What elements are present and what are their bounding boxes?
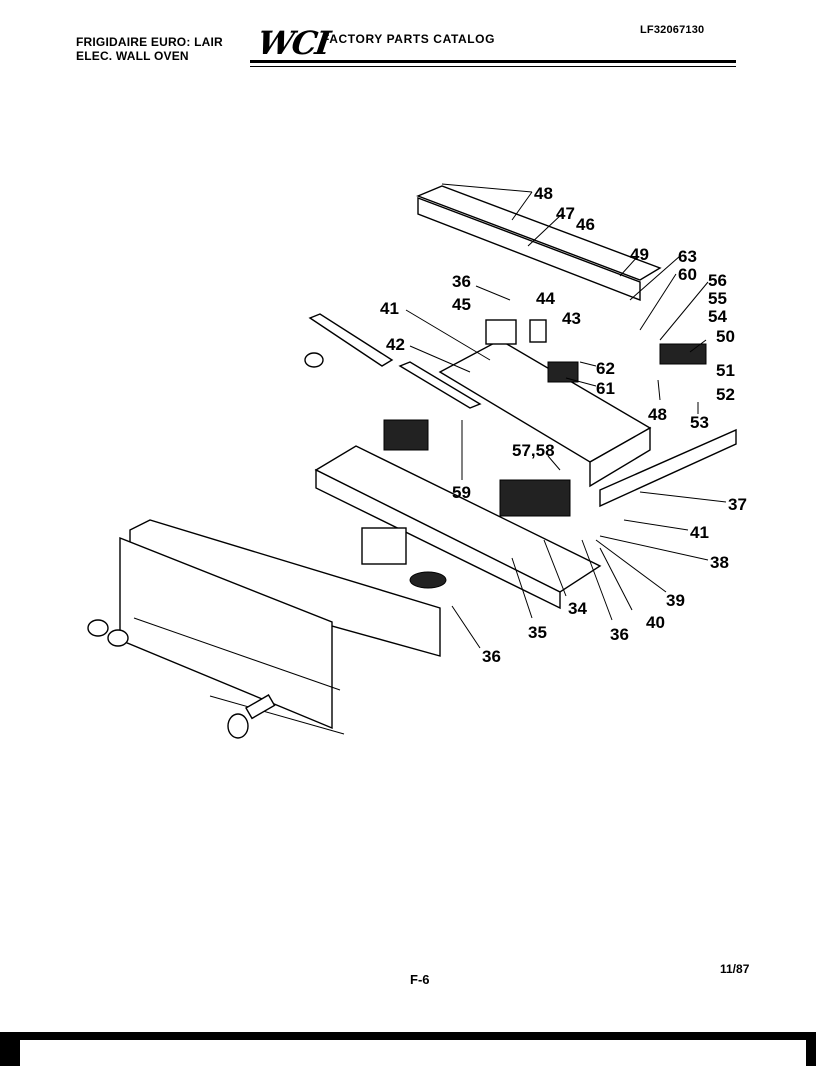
catalog-date: 11/87: [720, 962, 750, 976]
rear-rail: [308, 313, 394, 367]
callout-46: 46: [576, 215, 595, 234]
callout-37: 37: [728, 495, 747, 514]
callout-52: 52: [716, 385, 735, 404]
callout-49: 49: [630, 245, 649, 264]
callout-51: 51: [716, 361, 735, 380]
callout-44: 44: [536, 289, 555, 308]
callout-45: 45: [452, 295, 471, 314]
backguard: [119, 536, 333, 730]
callout-35: 35: [528, 623, 547, 642]
catalog-header-left: FRIGIDAIRE EURO: LAIR ELEC. WALL OVEN: [76, 35, 223, 63]
brand-line-1: FRIGIDAIRE EURO: LAIR: [76, 35, 223, 49]
control-housing-side: [589, 426, 651, 488]
callout-36-top: 36: [452, 272, 471, 291]
callout-63: 63: [678, 247, 697, 266]
callout-42: 42: [386, 335, 405, 354]
trim-strip: [133, 617, 341, 691]
page-number: F-6: [410, 972, 430, 987]
side-rail: [599, 428, 737, 508]
callout-54: 54: [708, 307, 727, 326]
relay: [529, 319, 547, 343]
catalog-title: FACTORY PARTS CATALOG: [322, 32, 496, 46]
callout-53: 53: [690, 413, 709, 432]
callout-48-top: 48: [534, 184, 553, 203]
harness-connector: [409, 571, 447, 589]
callout-labels: 48 47 46 49 63 60 56 55 54 50 51 52 53 4…: [380, 184, 747, 666]
control-frame-face: [315, 468, 561, 610]
callout-48-mid: 48: [648, 405, 667, 424]
callout-39: 39: [666, 591, 685, 610]
brand-line-2: ELEC. WALL OVEN: [76, 49, 189, 63]
rear-rod: [398, 361, 482, 409]
callout-40: 40: [646, 613, 665, 632]
leader-lines: [405, 183, 727, 649]
knob-bottom: [227, 713, 249, 739]
top-trim-panel: [416, 185, 662, 281]
knob-left-2: [107, 629, 129, 647]
callout-43: 43: [562, 309, 581, 328]
callout-61: 61: [596, 379, 615, 398]
switch-block-right: [499, 479, 571, 517]
callout-47: 47: [556, 204, 575, 223]
transformer: [485, 319, 517, 345]
callout-41-top: 41: [380, 299, 399, 318]
terminal-block: [547, 361, 579, 383]
header-rule-thin: [250, 66, 736, 67]
callout-57-58: 57,58: [512, 441, 555, 460]
callout-50: 50: [716, 327, 735, 346]
switch-block-left: [383, 419, 429, 451]
callout-34: 34: [568, 599, 587, 618]
callout-60: 60: [678, 265, 697, 284]
callout-41-right: 41: [690, 523, 709, 542]
callout-38: 38: [710, 553, 729, 572]
vent-duct: [417, 196, 641, 302]
knob-shaft: [245, 694, 276, 720]
callout-56: 56: [708, 271, 727, 290]
control-frame: [314, 445, 602, 593]
callout-59: 59: [452, 483, 471, 502]
callout-62: 62: [596, 359, 615, 378]
terminal-strip: [659, 343, 707, 365]
callout-36-bottom: 36: [482, 647, 501, 666]
header-rule: [250, 60, 736, 63]
knob-left: [87, 619, 109, 637]
model-number: LF32067130: [640, 24, 705, 36]
callout-36-mid: 36: [610, 625, 629, 644]
callout-55: 55: [708, 289, 727, 308]
display-module: [361, 527, 407, 565]
trim-strip-lower: [209, 695, 345, 735]
scan-border-inner: [20, 1040, 806, 1066]
grommet: [304, 352, 324, 368]
